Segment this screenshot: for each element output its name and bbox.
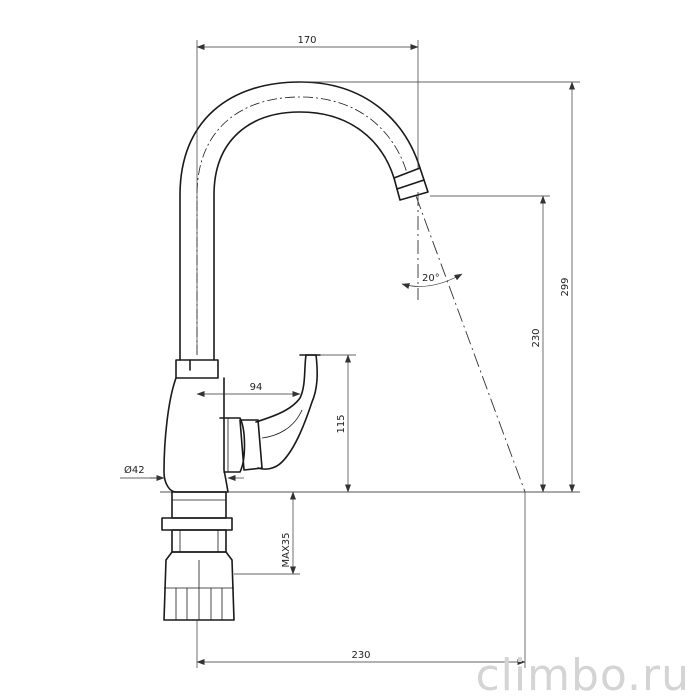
watermark: climbo.ru [475, 650, 690, 700]
dim-94: 94 [196, 382, 301, 397]
dim-299: 299 [300, 81, 580, 493]
dim-94-label: 94 [250, 382, 263, 393]
lever-handle [239, 354, 321, 471]
dim-max35: MAX35 [234, 491, 300, 575]
water-jet-line [415, 195, 526, 493]
dim-170-label: 170 [297, 35, 316, 46]
dim-115: 115 [320, 354, 356, 493]
dim-diameter-label: Ø42 [124, 464, 145, 476]
dim-angle-label: 20° [422, 273, 440, 284]
faucet-body [163, 359, 246, 493]
dim-230-horizontal-label: 230 [351, 650, 370, 661]
dim-230-horizontal: 230 [196, 492, 526, 668]
dim-230-height-label: 230 [531, 328, 542, 347]
dim-115-label: 115 [336, 414, 347, 433]
dim-diameter-42: Ø42 [120, 464, 244, 481]
spout [179, 81, 429, 361]
dim-angle-20: 20° [401, 273, 463, 289]
mounting-assembly [161, 491, 235, 621]
dim-max35-label: MAX35 [281, 532, 292, 567]
dim-230-height: 230 [430, 195, 550, 493]
dim-299-label: 299 [560, 277, 571, 296]
dim-170: 170 [196, 35, 419, 355]
